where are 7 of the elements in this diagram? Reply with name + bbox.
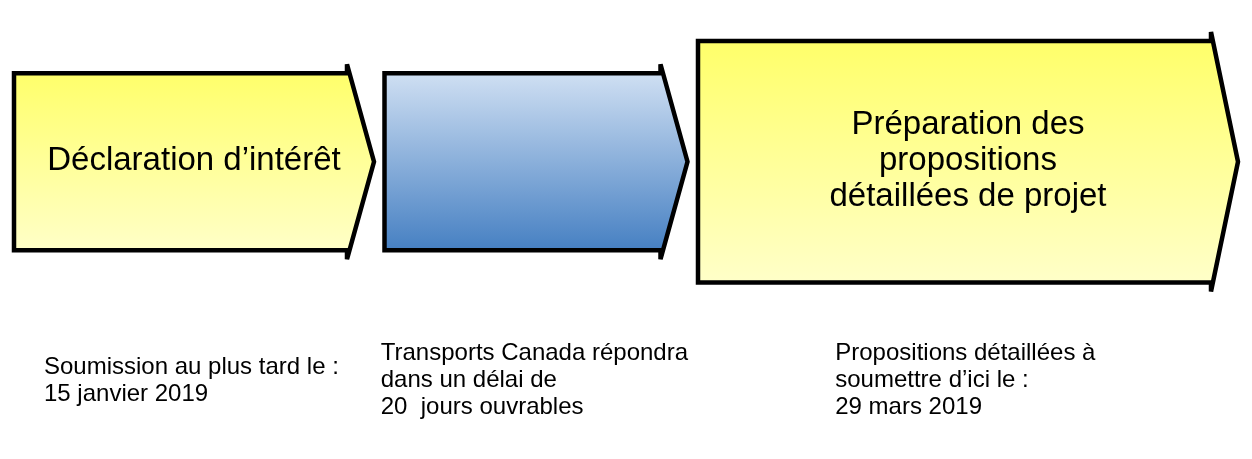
- node-label: 20 jours ouvrables: [380, 391, 584, 419]
- node-label: Transports Canada répondra dans un délai de: [380, 337, 689, 392]
- node-label: Soumission au plus tard le :: [44, 351, 339, 379]
- node-label: 15 janvier 2019: [44, 378, 209, 406]
- node-label: 29 mars 2019: [835, 391, 983, 419]
- node-arrow: [382, 61, 690, 261]
- node-label: Propositions détaillées à soumettre d’ici le :: [835, 337, 1096, 392]
